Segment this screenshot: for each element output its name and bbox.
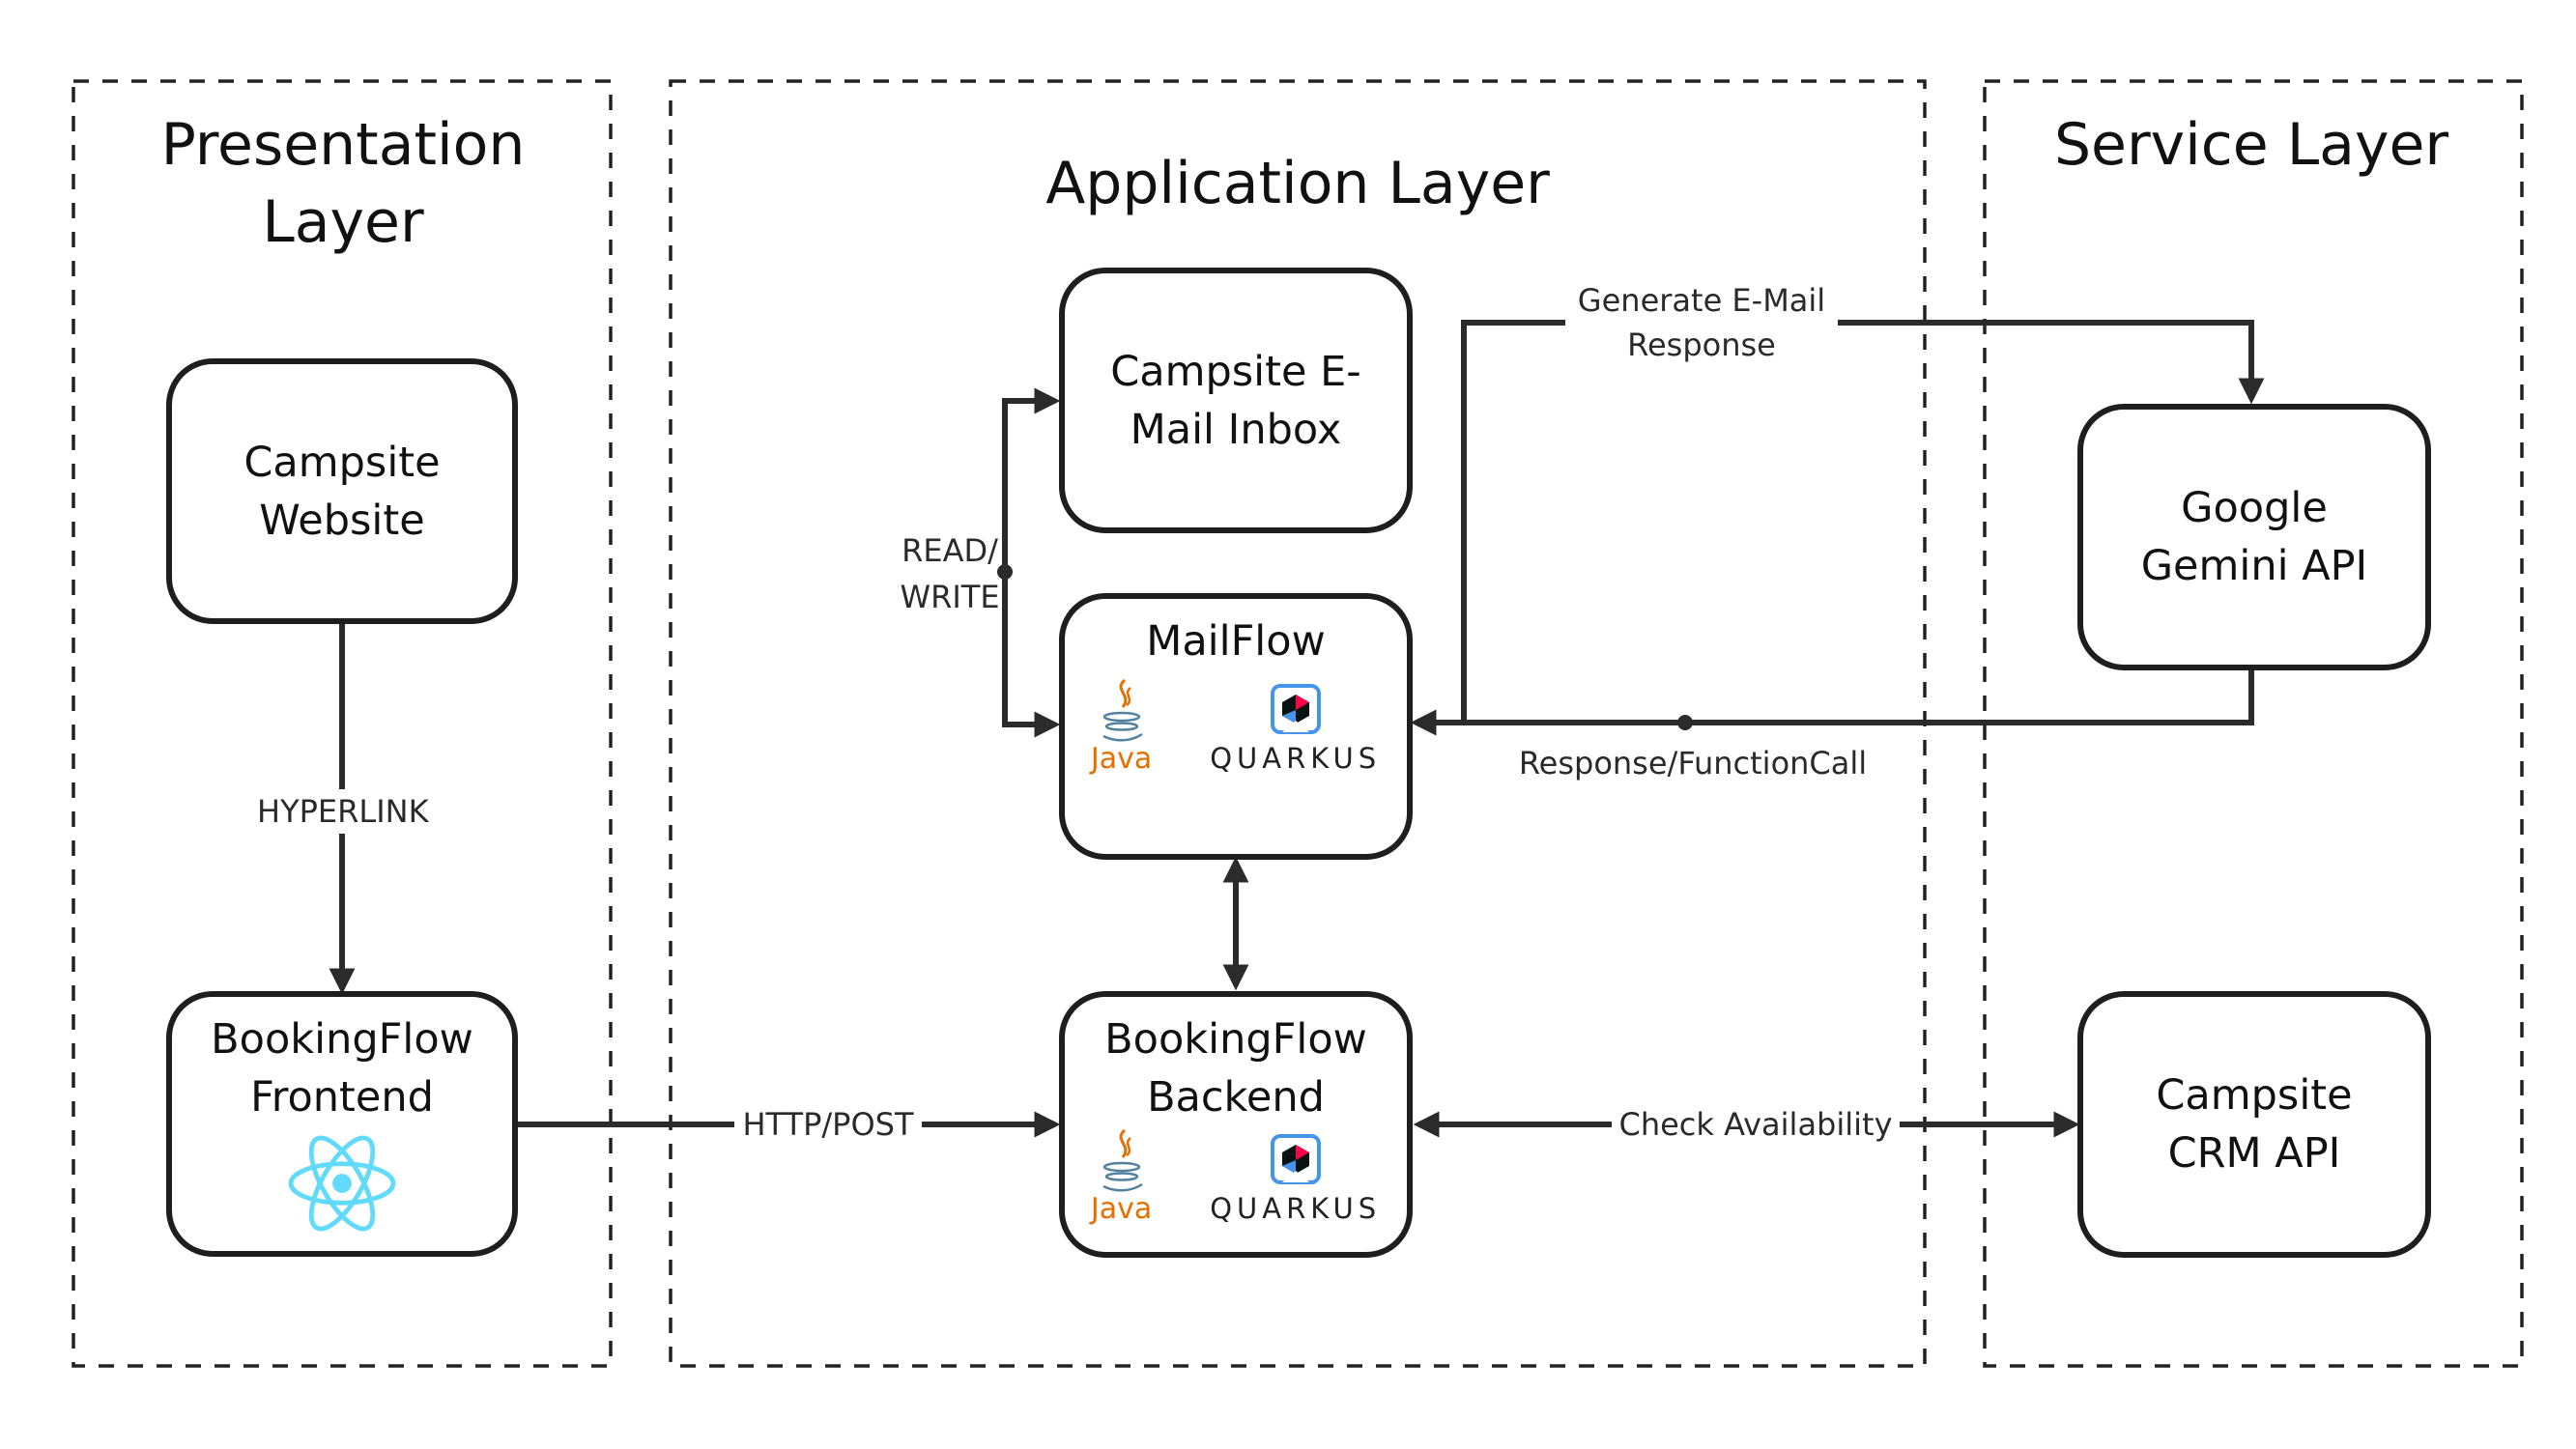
node-campsite-website: Campsite Website [166, 358, 518, 624]
node-campsite-email-inbox: Campsite E-Mail Inbox [1059, 268, 1413, 533]
edge-response-functioncall [1410, 670, 2254, 736]
label-check-availability: Check Availability [1612, 1102, 1900, 1147]
read-write-junction [997, 564, 1013, 580]
node-label: MailFlow [1146, 617, 1326, 666]
response-junction [1677, 715, 1693, 730]
quarkus-label: QUARKUS [1210, 1192, 1382, 1225]
java-logo: Java [1091, 1126, 1152, 1225]
node-label: Google Gemini API [2140, 484, 2368, 590]
java-logo: Java [1091, 676, 1152, 775]
node-label: Campsite Website [243, 438, 441, 545]
label-read: READ/ [902, 532, 998, 569]
node-label: BookingFlow Backend [1104, 1015, 1367, 1122]
tech-logos: Java QUARKUS [1091, 1126, 1381, 1225]
label-hyperlink: HYPERLINK [251, 789, 433, 834]
node-label: BookingFlow Frontend [211, 1015, 473, 1122]
service-layer-title: Service Layer [2053, 111, 2449, 179]
presentation-layer-container [72, 79, 613, 1368]
label-generate-line1: Generate E-Mail [1577, 282, 1826, 319]
edge-generate-response [1461, 320, 2265, 724]
node-label: Campsite E-Mail Inbox [1110, 347, 1361, 454]
label-generate-response: Generate E-Mail Response [1565, 278, 1838, 367]
edge-read-write [1002, 387, 1061, 738]
presentation-layer-title: Presentation Layer [160, 111, 526, 256]
label-http-post: HTTP/POST [734, 1102, 922, 1147]
label-response-functioncall: Response/FunctionCall [1518, 745, 1868, 781]
node-bookingflow-backend: BookingFlow Backend Java QUARKUS [1059, 991, 1413, 1258]
node-google-gemini-api: Google Gemini API [2077, 404, 2431, 670]
node-mailflow: MailFlow Java QUARKUS [1059, 593, 1413, 860]
label-write: WRITE [900, 579, 1000, 615]
java-label: Java [1090, 742, 1153, 776]
quarkus-logo: QUARKUS [1210, 684, 1381, 775]
tech-logos: Java QUARKUS [1091, 676, 1381, 775]
quarkus-logo: QUARKUS [1210, 1134, 1381, 1225]
node-bookingflow-frontend: BookingFlow Frontend [166, 991, 518, 1257]
java-label: Java [1090, 1192, 1153, 1226]
node-campsite-crm-api: Campsite CRM API [2077, 991, 2431, 1258]
application-layer-title: Application Layer [1045, 150, 1550, 217]
java-icon [1102, 1128, 1143, 1192]
quarkus-icon [1270, 684, 1321, 734]
label-generate-line2: Response [1627, 327, 1776, 363]
label-read-write: READ/ WRITE [881, 527, 1018, 620]
quarkus-icon [1270, 1134, 1321, 1184]
quarkus-label: QUARKUS [1210, 742, 1382, 775]
react-icon [288, 1135, 396, 1232]
node-label: Campsite CRM API [2156, 1071, 2353, 1178]
java-icon [1102, 678, 1143, 742]
service-layer-container [1983, 79, 2524, 1368]
